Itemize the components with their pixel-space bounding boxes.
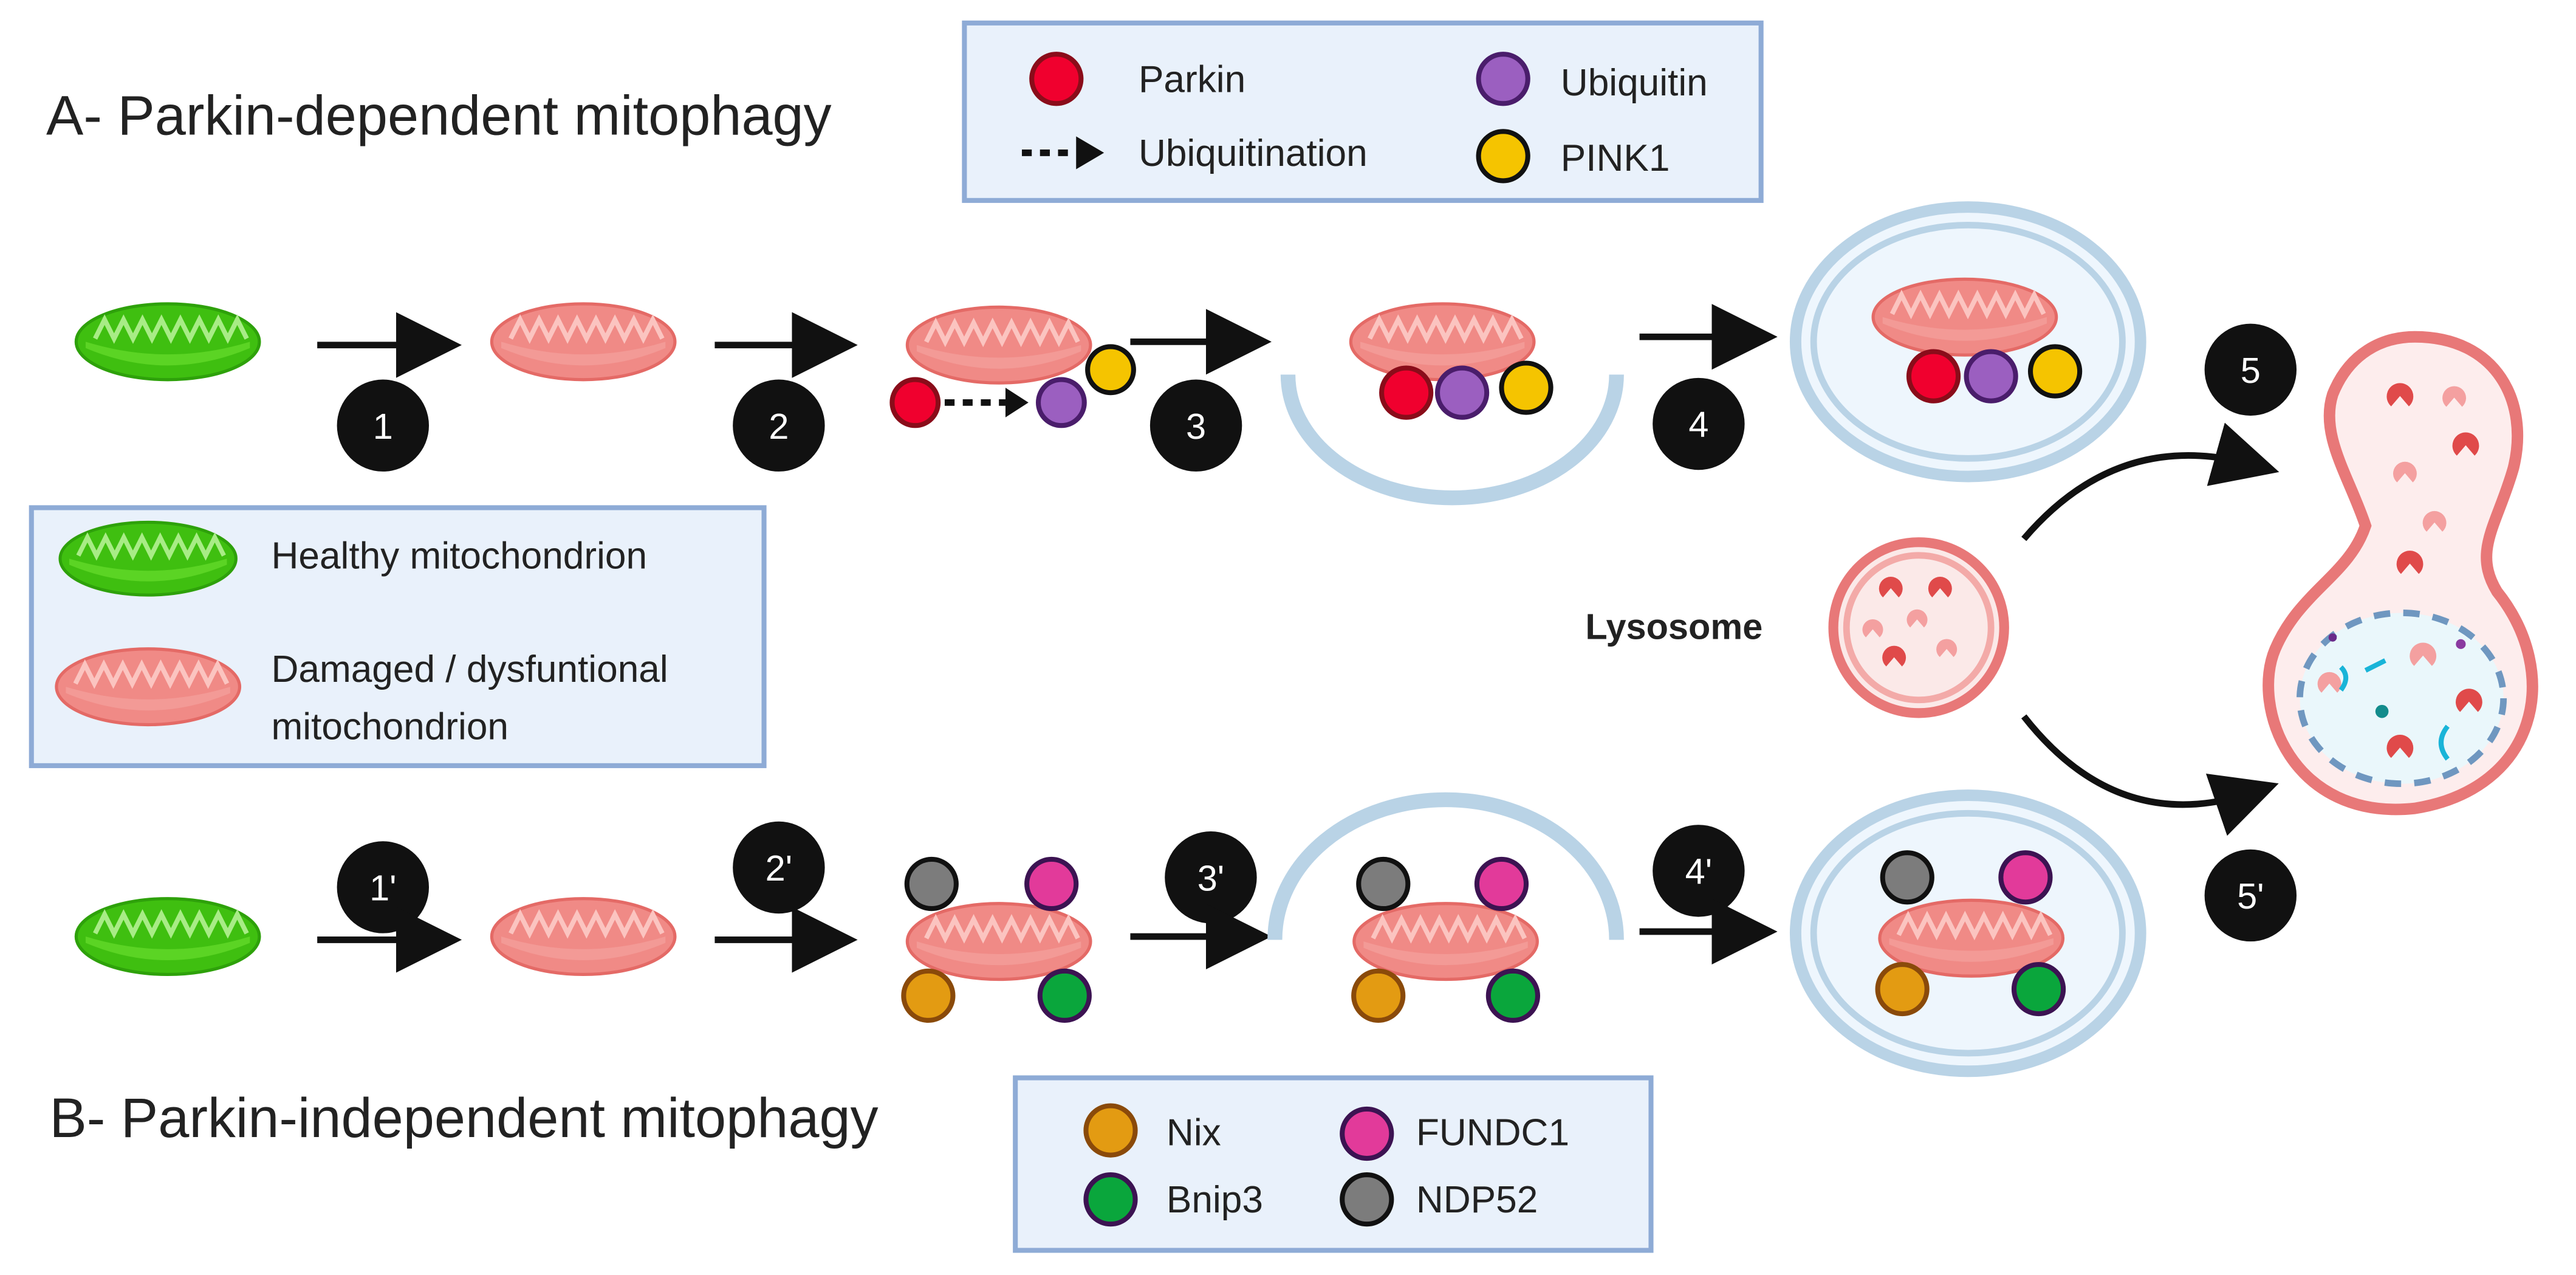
legend-damaged-label-2: mitochondrion xyxy=(271,706,509,748)
lysosome-label: Lysosome xyxy=(1585,607,1762,647)
pink1-icon xyxy=(1499,360,1553,415)
step-label: 4 xyxy=(1688,404,1708,445)
damaged-mitochondrion-icon xyxy=(1351,304,1534,380)
legend-top: Parkin Ubiquitin Ubiquitination PINK1 xyxy=(962,20,1764,203)
legend-healthy-label: Healthy mitochondrion xyxy=(271,535,647,577)
row-parkin-dependent: 1 2 3 4 5 xyxy=(76,201,2297,506)
healthy-mitochondrion-legend-icon xyxy=(60,522,236,595)
bnip3-legend-icon xyxy=(1083,1172,1138,1227)
step-label: 2' xyxy=(766,848,792,888)
step-label: 1 xyxy=(373,406,393,447)
ndp52-icon xyxy=(1880,850,1934,905)
fundc1-icon xyxy=(1024,856,1079,912)
healthy-mitochondrion-icon xyxy=(76,304,259,380)
autolysosome xyxy=(2263,331,2538,816)
parkin-legend-icon xyxy=(1029,52,1084,106)
step-badge xyxy=(2204,323,2297,416)
legend-fundc1-label: FUNDC1 xyxy=(1416,1112,1569,1153)
parkin-icon xyxy=(889,377,941,428)
legend-bottom: Nix FUNDC1 Bnip3 NDP52 xyxy=(1013,1075,1654,1253)
parkin-icon xyxy=(1379,365,1434,420)
step-badge xyxy=(2204,849,2297,942)
pink1-icon xyxy=(1085,344,1136,396)
fundc1-legend-icon xyxy=(1340,1106,1394,1161)
nix-legend-icon xyxy=(1083,1103,1138,1158)
fusion-arrow-icon xyxy=(2021,714,2279,836)
step-badge xyxy=(1165,831,1257,924)
dashed-arrow-icon xyxy=(1022,136,1105,170)
damaged-mitochondrion-icon xyxy=(907,307,1091,383)
legend-pink1-label: PINK1 xyxy=(1561,137,1670,179)
legend-nix-label: Nix xyxy=(1166,1112,1221,1153)
step-badge xyxy=(1149,379,1242,472)
step-badge xyxy=(337,379,430,472)
phagophore-membrane xyxy=(1280,374,1624,506)
step-label: 5' xyxy=(2237,876,2264,916)
nix-icon xyxy=(1875,961,1930,1017)
damaged-mitochondrion-icon xyxy=(492,304,675,380)
damaged-mitochondrion-icon xyxy=(492,899,675,975)
bnip3-icon xyxy=(2011,961,2066,1017)
fundc1-icon xyxy=(1998,850,2053,905)
parkin-icon xyxy=(1906,349,1961,404)
row-parkin-independent: 1' 2' 3' 4' 5' xyxy=(76,789,2297,1077)
legend-parkin-label: Parkin xyxy=(1139,58,1245,100)
pink1-legend-icon xyxy=(1476,129,1530,184)
nix-icon xyxy=(901,968,956,1023)
fusion-arrow-icon xyxy=(2021,422,2280,541)
ubiquitin-icon xyxy=(1964,349,2018,404)
fundc1-icon xyxy=(1474,856,1529,912)
legend-mitochondria: Healthy mitochondrion Damaged / dysfunti… xyxy=(29,505,767,768)
phagophore-membrane xyxy=(1267,792,1624,940)
step-label: 3' xyxy=(1197,857,1224,898)
damaged-mitochondrion-icon xyxy=(1354,904,1538,980)
step-label: 2 xyxy=(769,406,789,447)
damaged-mitochondrion-icon xyxy=(907,904,1091,980)
step-label: 5 xyxy=(2241,350,2261,391)
bnip3-icon xyxy=(1485,968,1541,1023)
step-badge xyxy=(733,379,825,472)
legend-bnip3-label: Bnip3 xyxy=(1166,1179,1263,1221)
ubiquitin-icon xyxy=(1035,377,1087,428)
damaged-mitochondrion-icon xyxy=(1873,279,2057,355)
step-badge xyxy=(1653,825,1745,917)
step-label: 1' xyxy=(369,868,396,909)
legend-damaged-label-1: Damaged / dysfuntional xyxy=(271,648,668,690)
step-badge xyxy=(1653,377,1745,470)
ubiquitin-icon xyxy=(1434,365,1490,420)
step-label: 4' xyxy=(1685,851,1712,892)
bnip3-icon xyxy=(1037,968,1092,1023)
pink1-icon xyxy=(2027,344,2083,399)
step-badge xyxy=(733,821,825,914)
step-label: 3 xyxy=(1186,406,1206,447)
ubiquitin-legend-icon xyxy=(1476,52,1530,106)
lysosome: Lysosome xyxy=(1585,537,2009,718)
title-parkin-independent: B- Parkin-independent mitophagy xyxy=(49,1087,878,1149)
title-parkin-dependent: A- Parkin-dependent mitophagy xyxy=(46,85,832,147)
ndp52-icon xyxy=(1356,856,1411,912)
damaged-mitochondrion-legend-icon xyxy=(57,649,240,725)
ndp52-icon xyxy=(904,856,959,912)
legend-ndp52-label: NDP52 xyxy=(1416,1179,1538,1221)
nix-icon xyxy=(1351,968,1406,1023)
healthy-mitochondrion-icon xyxy=(76,899,259,975)
legend-ubiquitination-label: Ubiquitination xyxy=(1139,132,1368,174)
ndp52-legend-icon xyxy=(1340,1172,1394,1227)
legend-ubiquitin-label: Ubiquitin xyxy=(1561,62,1708,104)
